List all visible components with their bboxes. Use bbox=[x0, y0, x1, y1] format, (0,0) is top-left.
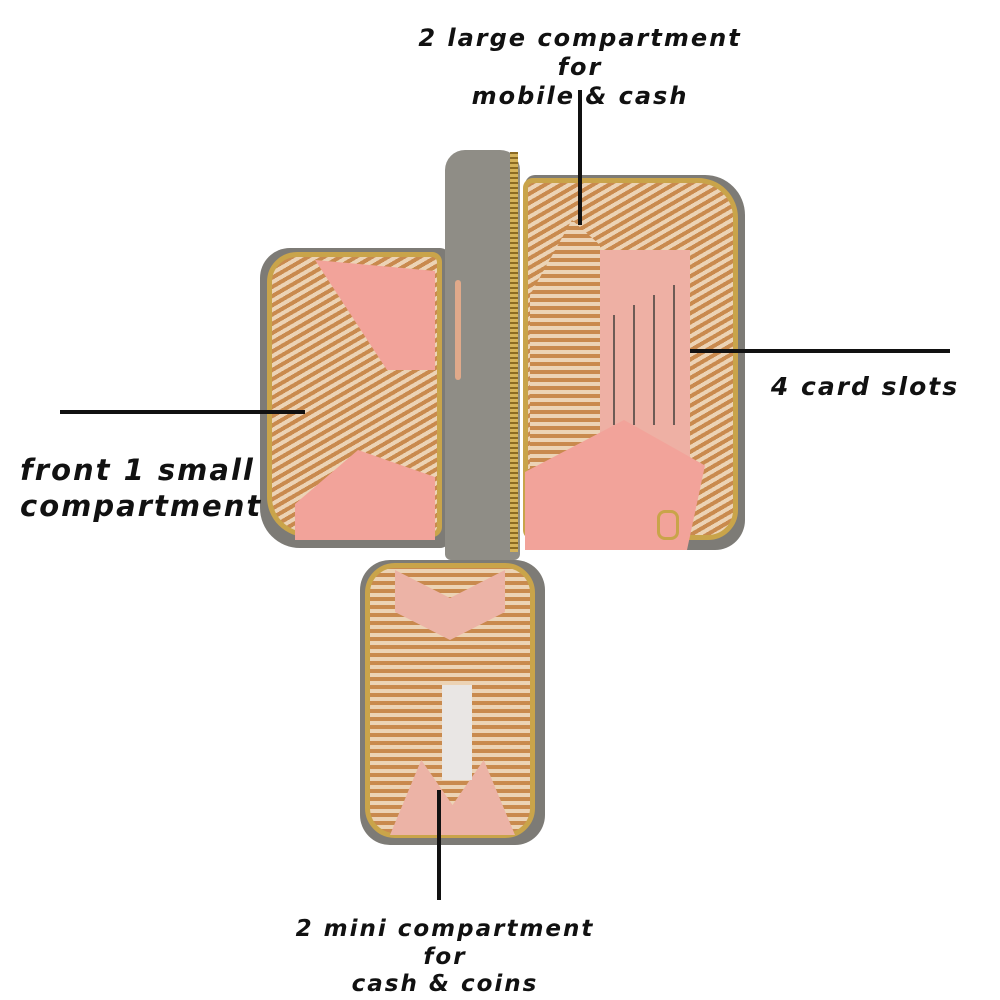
card-slot-3 bbox=[653, 295, 655, 425]
callout-left-line2: compartment bbox=[20, 489, 263, 524]
callout-top-line1: 2 large compartment for bbox=[418, 24, 742, 81]
wallet-photo bbox=[255, 150, 755, 850]
callout-top-label: 2 large compartment for mobile & cash bbox=[400, 24, 760, 110]
callout-left-line1: front 1 small bbox=[20, 453, 255, 487]
callout-top-line2: mobile & cash bbox=[471, 81, 689, 110]
callout-bottom-label: 2 mini compartment for cash & coins bbox=[280, 916, 610, 999]
care-label bbox=[442, 685, 472, 780]
callout-right-label: 4 card slots bbox=[770, 372, 960, 402]
callout-line-left bbox=[60, 410, 305, 414]
card-slot-1 bbox=[613, 315, 615, 425]
callout-right-line1: 4 card slots bbox=[770, 372, 960, 401]
zipper-pull bbox=[455, 280, 461, 380]
card-slot-2 bbox=[633, 305, 635, 425]
spine-zipper bbox=[510, 152, 518, 552]
callout-bottom-line1: 2 mini compartment for bbox=[295, 916, 595, 970]
card-slot-4 bbox=[673, 285, 675, 425]
strap-ring bbox=[657, 510, 679, 540]
callout-line-top bbox=[578, 90, 582, 225]
callout-line-bottom bbox=[437, 790, 441, 900]
callout-line-right bbox=[690, 349, 950, 353]
callout-left-label: front 1 small compartment bbox=[20, 452, 263, 525]
callout-bottom-line2: cash & coins bbox=[351, 971, 539, 998]
